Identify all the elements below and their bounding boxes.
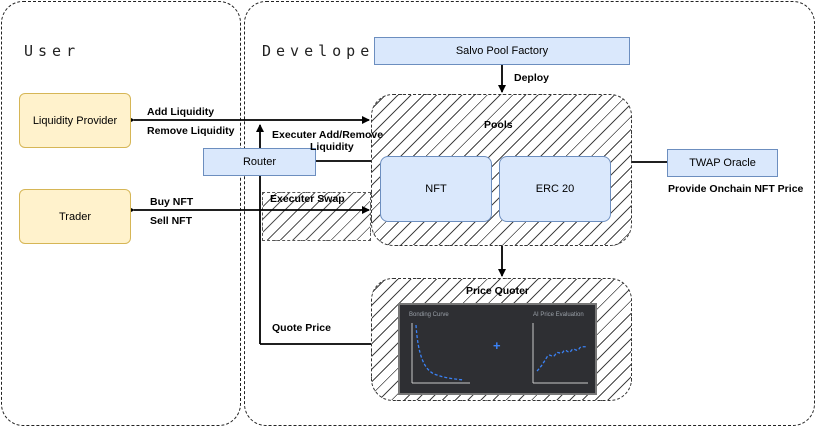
buy-nft-label: Buy NFT: [150, 196, 194, 208]
executer-swap-area: [262, 192, 371, 241]
router-box[interactable]: Router: [203, 148, 316, 176]
bonding-curve-caption: Bonding Curve: [409, 312, 449, 318]
ai-price-evaluation-caption: AI Price Evaluation: [533, 312, 584, 318]
pools-title: Pools: [484, 119, 513, 131]
user-panel-title: User: [24, 42, 81, 60]
nft-box[interactable]: NFT: [380, 156, 492, 222]
mini-charts: [411, 323, 588, 384]
price-charts-image: Bonding Curve AI Price Evaluation +: [398, 303, 597, 395]
twap-oracle-box[interactable]: TWAP Oracle: [667, 149, 778, 177]
plus-sign: +: [493, 338, 501, 353]
erc20-box[interactable]: ERC 20: [499, 156, 611, 222]
add-liquidity-label: Add Liquidity: [147, 106, 215, 118]
price-quoter-title: Price Quoter: [466, 285, 530, 297]
execute-add-remove-label: Executer Add/Remove: [272, 129, 384, 141]
developer-panel-title: Developer: [262, 42, 389, 60]
onchain-price-label: Provide Onchain NFT Price: [668, 183, 804, 195]
sell-nft-label: Sell NFT: [150, 215, 193, 227]
remove-liquidity-label: Remove Liquidity: [147, 125, 235, 137]
deploy-label: Deploy: [514, 72, 550, 84]
executer-swap-label: Executer Swap: [270, 193, 345, 205]
liquidity-provider-box[interactable]: Liquidity Provider: [19, 93, 131, 148]
execute-add-remove-label-2: Liquidity: [310, 141, 354, 153]
quote-price-label: Quote Price: [272, 322, 331, 334]
salvo-pool-factory-box[interactable]: Salvo Pool Factory: [374, 37, 630, 65]
trader-box[interactable]: Trader: [19, 189, 131, 244]
